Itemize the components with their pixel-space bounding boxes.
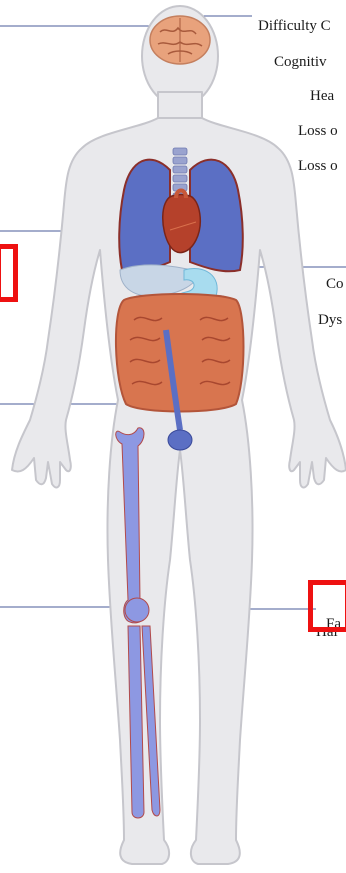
symptom-label-dyspnea: Dys <box>318 312 342 329</box>
symptom-label-headache: Hea <box>310 88 334 105</box>
highlight-box-right <box>308 580 346 632</box>
brain-organ <box>150 16 210 64</box>
symptom-label-cognitive: Cognitiv <box>274 54 327 71</box>
highlight-box-left <box>0 244 18 302</box>
symptom-label-chest: Co <box>326 276 344 293</box>
symptom-label-loss-1: Loss o <box>298 123 338 140</box>
symptom-label-loss-2: Loss o <box>298 158 338 175</box>
symptom-label-difficulty: Difficulty C <box>258 18 331 35</box>
bladder-organ <box>168 430 192 450</box>
heart-organ <box>163 191 201 253</box>
